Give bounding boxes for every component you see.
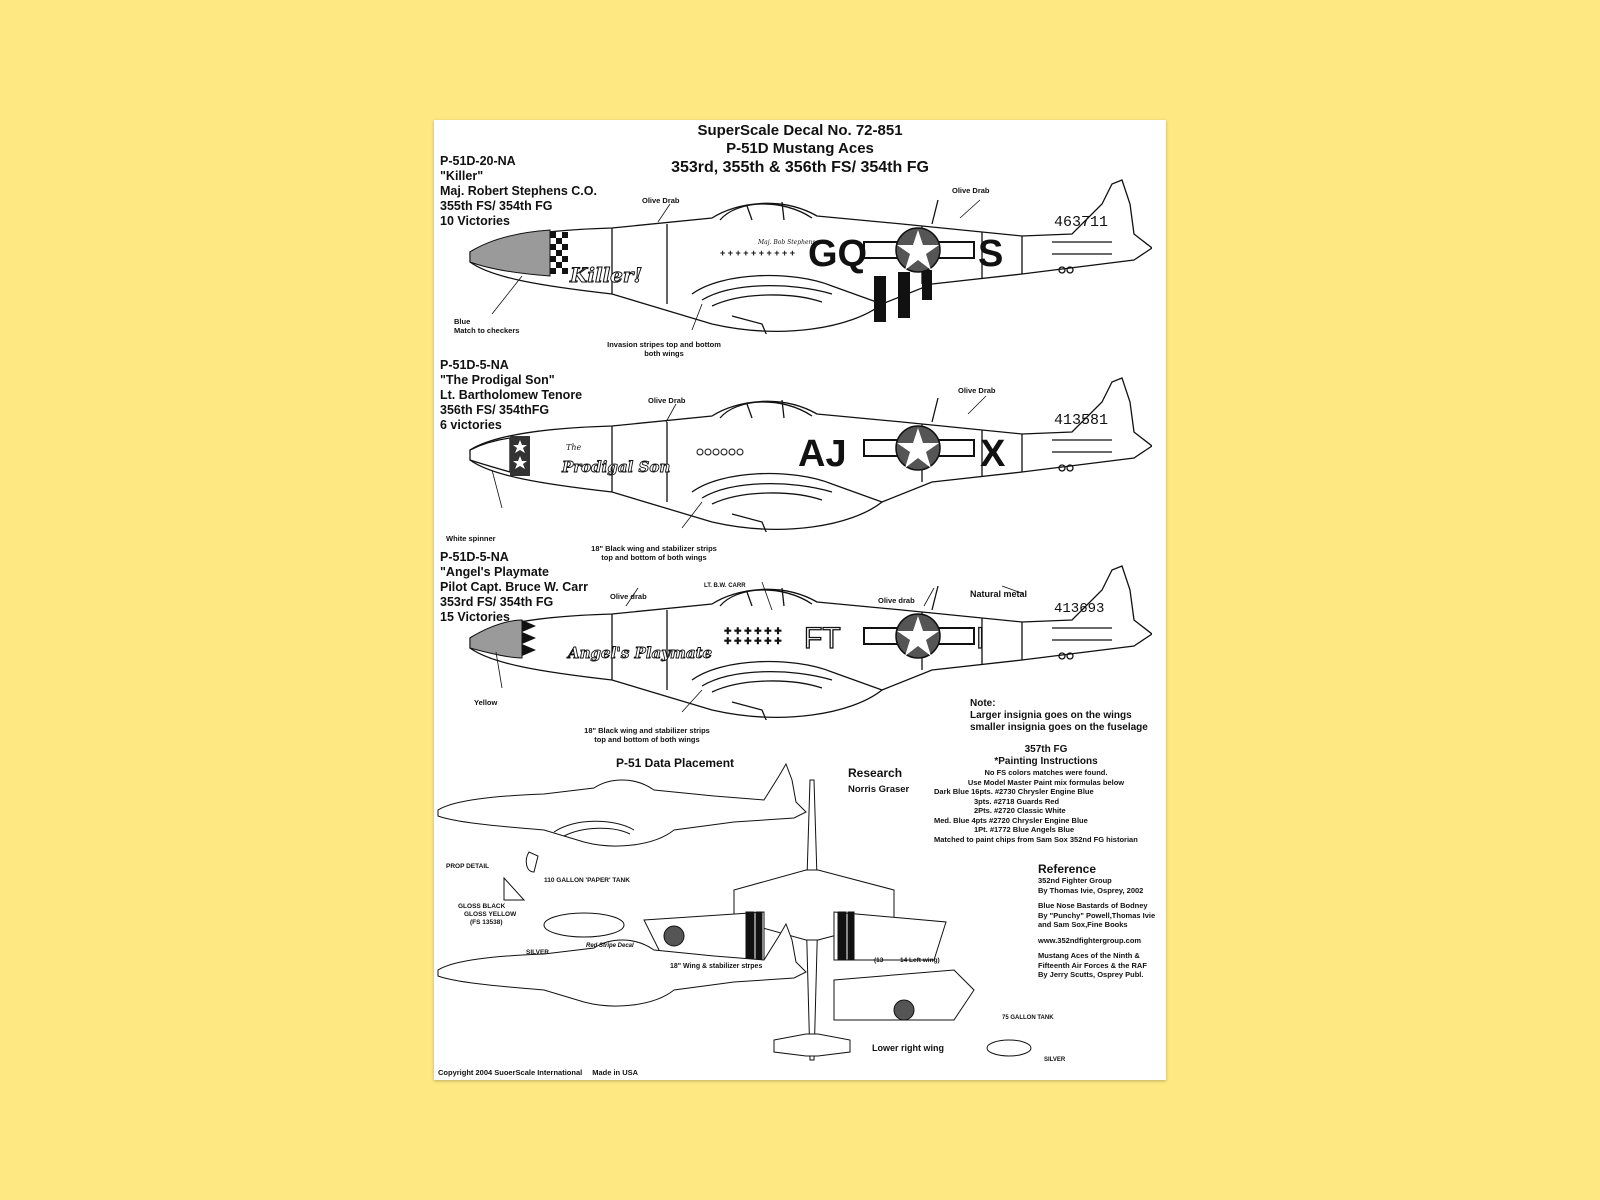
silver-label: SILVER (526, 949, 549, 956)
fs-label: (FS 13538) (470, 919, 503, 926)
painting-instructions: 357th FG *Painting Instructions No FS co… (934, 744, 1138, 844)
aircraft-1-callout-stripes: Invasion stripes top and bottom both win… (607, 340, 721, 358)
aircraft-1-callout-olive-1: Olive Drab (642, 196, 680, 205)
aircraft-1-callout-olive-2: Olive Drab (952, 186, 990, 195)
aircraft-2-callout-nose: White spinner (446, 534, 496, 543)
silver-75-label: SILVER (1044, 1057, 1066, 1063)
aircraft-3-code-right: I (976, 622, 984, 655)
aircraft-2-code-right: X (980, 433, 1006, 475)
sheet-subtitle: P-51D Mustang Aces (726, 140, 874, 157)
svg-text:✚ ✚ ✚ ✚ ✚ ✚: ✚ ✚ ✚ ✚ ✚ ✚ (724, 626, 782, 636)
data-placement-title: P-51 Data Placement (616, 756, 735, 770)
aircraft-1-profile: + + + + + + + + + + GQ S 463711 Killer! … (469, 179, 1152, 334)
red-stripe-label: Red Stripe Decal (586, 943, 634, 949)
aircraft-2-callout-olive-1: Olive Drab (648, 396, 686, 405)
svg-text:+ + + + + + + + + +: + + + + + + + + + + (720, 248, 795, 258)
decal-sheet: SuperScale Decal No. 72-851 P-51D Mustan… (434, 120, 1166, 1080)
aircraft-1-info: P-51D-20-NA "Killer" Maj. Robert Stephen… (440, 154, 597, 228)
aircraft-3-info: P-51D-5-NA "Angel's Playmate Pilot Capt.… (440, 550, 588, 624)
gloss-black-label: GLOSS BLACK (458, 903, 506, 910)
aircraft-1-serial: 463711 (1054, 214, 1108, 231)
aircraft-1-pilot-name: Maj. Bob Stephens (757, 239, 815, 246)
aircraft-3-profile: ✚ ✚ ✚ ✚ ✚ ✚ ✚ ✚ ✚ ✚ ✚ ✚ FT I 413693 Ange… (469, 565, 1152, 720)
tank-110-label: 110 GALLON 'PAPER' TANK (544, 877, 630, 884)
research-name: Norris Graser (848, 784, 910, 795)
aircraft-1-nose-art: Killer! (569, 263, 642, 287)
aircraft-2-code-left: AJ (798, 433, 847, 475)
left-wing-label-a: (13 (874, 957, 884, 964)
aircraft-3-serial: 413693 (1054, 601, 1104, 617)
aircraft-3-callout-olive-1: Olive drab (610, 592, 647, 601)
aircraft-2-nose-art-small: The (566, 443, 581, 452)
left-wing-label: 14 Left wing) (900, 957, 940, 964)
aircraft-2-callout-olive-2: Olive Drab (958, 386, 996, 395)
aircraft-2-serial: 413581 (1054, 412, 1108, 429)
aircraft-3-callout-pilot: LT. B.W. CARR (704, 583, 746, 589)
aircraft-1-callout-nose: Blue Match to checkers (454, 317, 520, 335)
research-label: Research (848, 766, 903, 780)
aircraft-3-callout-nose: Yellow (474, 698, 498, 707)
tank-75-label: 75 GALLON TANK (1002, 1015, 1054, 1021)
aircraft-2-callout-stripes: 18" Black wing and stabilizer strips top… (591, 544, 717, 562)
prop-detail-label: PROP DETAIL (446, 863, 490, 870)
reference-list: Reference 352nd Fighter Group By Thomas … (1038, 862, 1156, 979)
aircraft-3-callout-olive-2: Olive drab (878, 596, 915, 605)
sheet-title: SuperScale Decal No. 72-851 (697, 122, 903, 139)
aircraft-2-info: P-51D-5-NA "The Prodigal Son" Lt. Bartho… (440, 358, 583, 432)
aircraft-1-code-left: GQ (808, 233, 867, 275)
aircraft-2-nose-art: Prodigal Son (561, 458, 670, 476)
data-placement-drawings (437, 762, 1032, 1061)
insignia-note: Note: Larger insignia goes on the wings … (970, 698, 1148, 733)
gloss-yellow-label: GLOSS YELLOW (464, 911, 517, 918)
aircraft-2-profile: AJ X 413581 The Prodigal Son (469, 377, 1152, 532)
wing-stripes-label: 18" Wing & stabilizer strpes (670, 963, 763, 970)
aircraft-1-code-right: S (978, 233, 1003, 275)
aircraft-3-callout-stripes: 18" Black wing and stabilizer strips top… (584, 726, 710, 744)
aircraft-3-callout-natural-metal: Natural metal (970, 589, 1028, 599)
lower-right-wing-label: Lower right wing (872, 1043, 944, 1053)
svg-text:✚ ✚ ✚ ✚ ✚ ✚: ✚ ✚ ✚ ✚ ✚ ✚ (724, 636, 782, 646)
sheet-units: 353rd, 355th & 356th FS/ 354th FG (671, 159, 929, 176)
aircraft-3-code-left: FT (804, 622, 841, 655)
aircraft-3-nose-art: Angel's Playmate (566, 644, 712, 662)
